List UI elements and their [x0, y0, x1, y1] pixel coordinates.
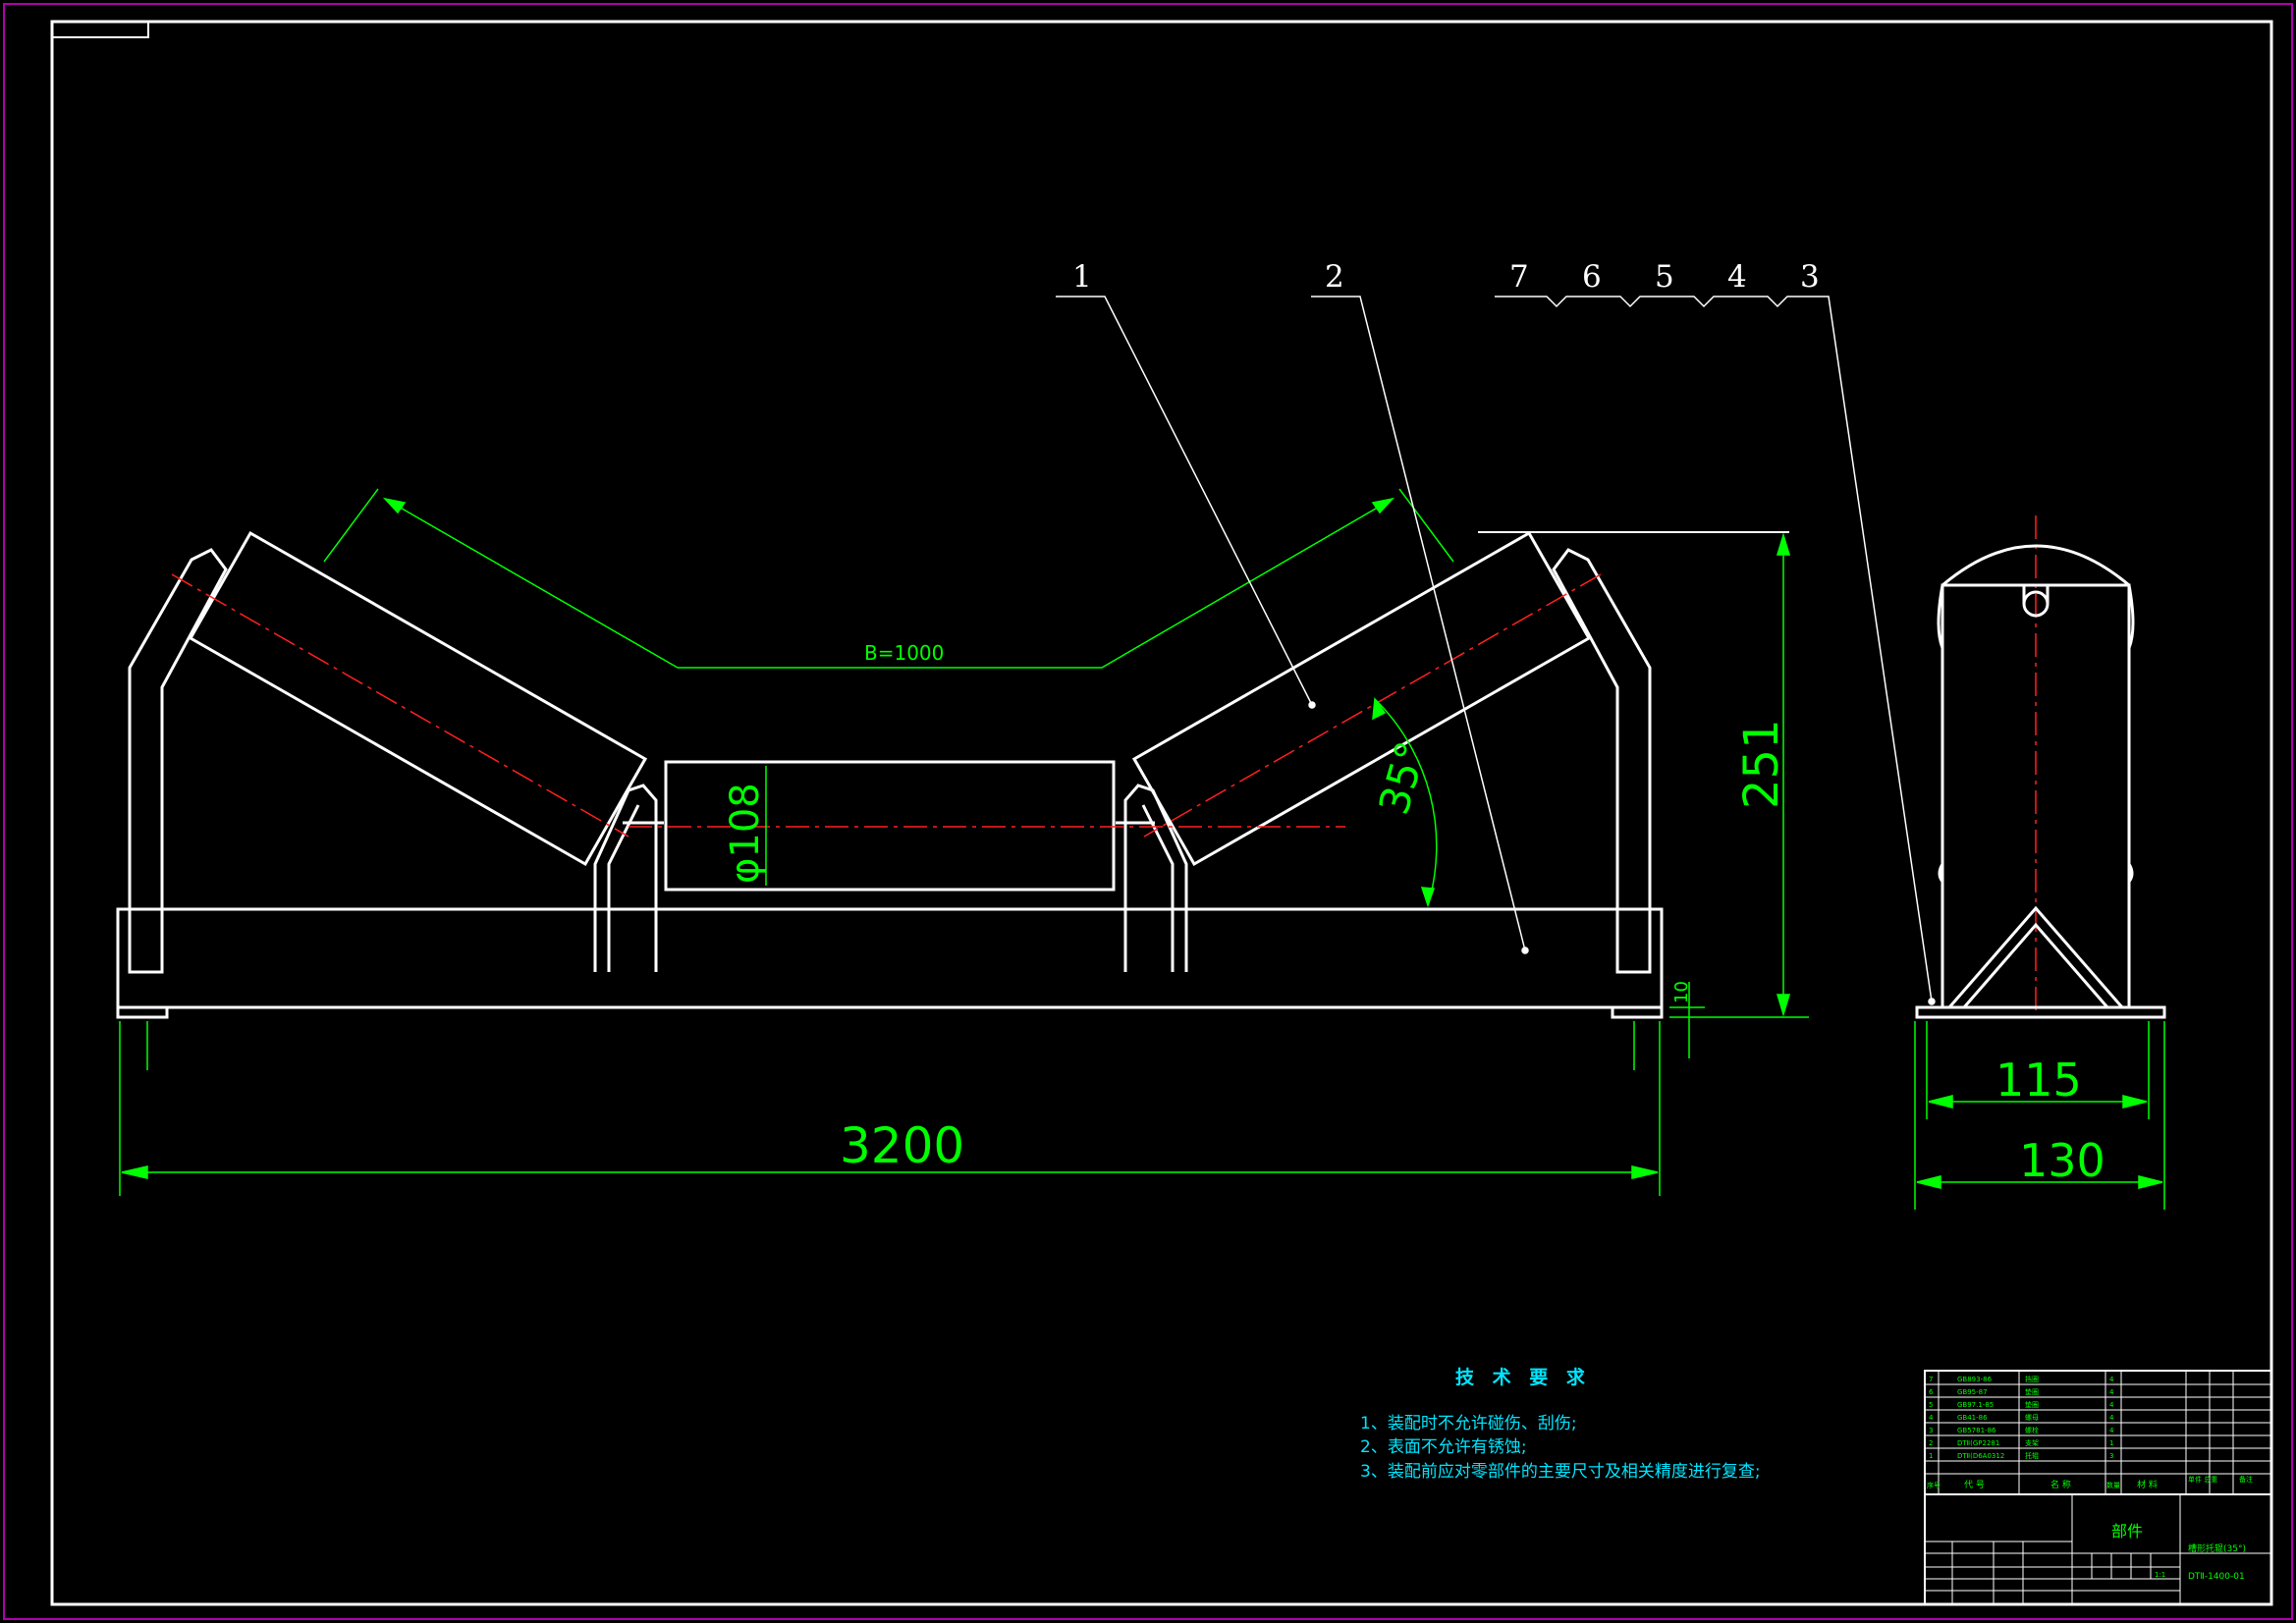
length-label: 3200: [840, 1117, 964, 1174]
leader-lines: [1056, 296, 1936, 1005]
part-qty: 1: [2109, 1439, 2113, 1447]
part-no: 3: [1929, 1427, 1933, 1434]
centerlines: [171, 515, 2037, 1011]
title-block-frame: [1924, 1370, 2272, 1605]
side-inner-label: 115: [1995, 1054, 2082, 1107]
belt-width-label: B=1000: [864, 641, 944, 665]
parts-header-name: 名 称: [2050, 1479, 2071, 1490]
part-qty: 4: [2109, 1401, 2114, 1409]
tech-req-title: 技 术 要 求: [1455, 1366, 1591, 1388]
part-qty: 4: [2109, 1376, 2114, 1383]
gap-label: 10: [1671, 981, 1692, 1003]
tech-req-item-2: 2、表面不允许有锈蚀;: [1360, 1437, 1527, 1457]
outer-border: [3, 3, 2293, 1620]
part-qty: 3: [2109, 1452, 2113, 1460]
part-qty: 4: [2109, 1388, 2114, 1396]
balloon-6: 6: [1582, 259, 1602, 295]
part-no: 4: [1929, 1414, 1934, 1422]
balloon-5: 5: [1655, 259, 1674, 295]
tb-drawing-name: 槽形托辊(35°): [2188, 1542, 2246, 1554]
angle-dim: [1372, 696, 1438, 908]
base-foot-right: [1611, 1005, 1664, 1019]
tb-drawing-code: DTⅡ-1400-01: [2188, 1572, 2245, 1582]
belt-width-dim: [323, 488, 1454, 669]
height-dim: [1478, 531, 1809, 1018]
tech-req-item-3: 3、装配前应对零部件的主要尺寸及相关精度进行复查;: [1360, 1462, 1761, 1482]
part-no: 7: [1929, 1376, 1933, 1383]
parts-list: 7 GB893-86 挡圈 4 6 GB95-87 垫圈 4 5 GB97.1-…: [1927, 1375, 2253, 1490]
side-outer-label: 130: [2019, 1134, 2105, 1187]
part-code: DTⅡ(GP2281: [1957, 1439, 1999, 1447]
side-gusset: [1947, 905, 2124, 1008]
balloon-4: 4: [1727, 259, 1747, 295]
part-code: GB5781-86: [1957, 1427, 1996, 1434]
base-beam: [116, 907, 1664, 1009]
tb-scale: 1:1: [2155, 1571, 2165, 1579]
part-name: 支架: [2025, 1438, 2039, 1447]
part-code: GB97.1-85: [1957, 1401, 1994, 1409]
height-label: 251: [1734, 719, 1789, 809]
part-code: GB893-86: [1957, 1376, 1993, 1383]
part-name: 螺母: [2025, 1413, 2039, 1422]
part-name: 螺栓: [2025, 1426, 2039, 1434]
parts-header-weight: 单件 总重: [2188, 1475, 2217, 1484]
length-dim: [119, 1021, 1661, 1196]
left-wing-roller: [188, 530, 648, 867]
balloon-2: 2: [1325, 259, 1344, 295]
part-no: 2: [1929, 1439, 1933, 1447]
parts-header-code: 代 号: [1964, 1480, 1985, 1490]
part-no: 1: [1929, 1452, 1933, 1460]
side-dims: [1914, 1021, 2165, 1210]
part-code: DTⅡ(D6A0312: [1957, 1452, 2004, 1460]
diameter-label: φ108: [723, 783, 768, 884]
left-support: [128, 548, 228, 974]
tech-req-item-1: 1、装配时不允许碰伤、刮伤;: [1360, 1414, 1577, 1434]
parts-header-material: 材 料: [2137, 1479, 2158, 1490]
parts-header-qty: 数量: [2106, 1481, 2120, 1489]
side-base: [1915, 1005, 2166, 1019]
right-support: [1552, 548, 1652, 974]
base-foot-left: [116, 1005, 169, 1019]
left-inner-bracket: [593, 784, 658, 972]
part-code: GB41-86: [1957, 1414, 1988, 1422]
balloon-7: 7: [1509, 259, 1529, 295]
right-wing-roller: [1131, 530, 1592, 867]
part-name: 垫圈: [2025, 1387, 2039, 1396]
parts-header-note: 备注: [2239, 1475, 2253, 1484]
corner-mark: [51, 21, 149, 38]
angle-label: 35°: [1370, 736, 1437, 820]
part-no: 6: [1929, 1388, 1934, 1396]
part-no: 5: [1929, 1401, 1933, 1409]
part-code: GB95-87: [1957, 1388, 1988, 1396]
parts-header-no: 序号: [1927, 1481, 1941, 1489]
part-qty: 4: [2109, 1427, 2114, 1434]
center-roller: [664, 760, 1116, 892]
gap-dim: [1669, 982, 1705, 1058]
part-name: 托辊: [2025, 1451, 2039, 1460]
part-name: 垫圈: [2025, 1400, 2039, 1409]
balloon-1: 1: [1072, 259, 1092, 295]
side-top-arc: [1941, 544, 2130, 587]
balloon-3: 3: [1800, 259, 1820, 295]
part-name: 挡圈: [2025, 1375, 2039, 1383]
side-view: [1915, 544, 2166, 1019]
inner-frame: [50, 20, 2273, 1606]
right-inner-bracket: [1123, 784, 1188, 972]
front-view: [116, 530, 1664, 1019]
part-qty: 4: [2109, 1414, 2114, 1422]
tb-part-label: 部件: [2111, 1522, 2143, 1541]
